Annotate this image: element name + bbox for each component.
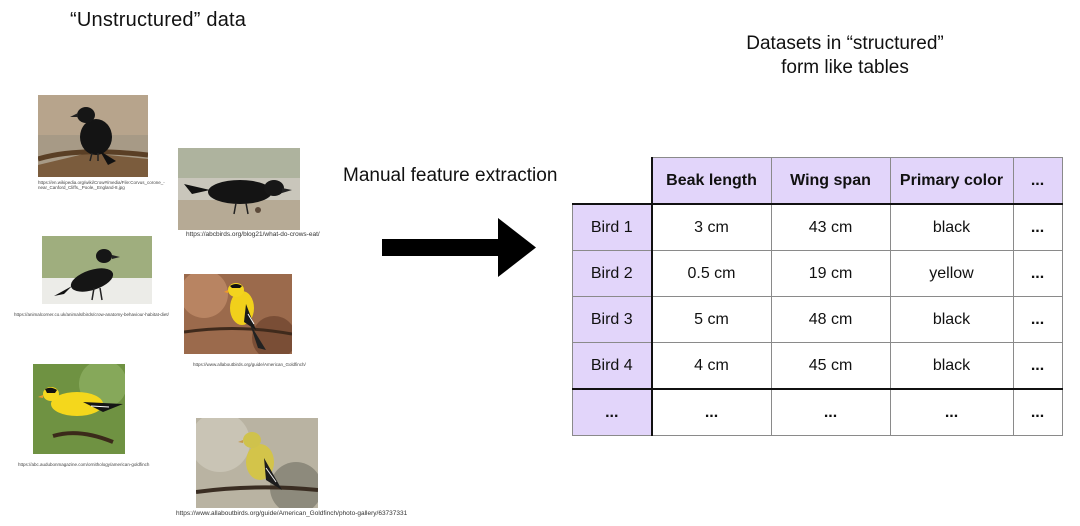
column-header-beak-length: Beak length bbox=[651, 157, 772, 205]
structured-title-line1: Datasets in “structured” bbox=[746, 33, 944, 54]
crow-photo-1 bbox=[38, 95, 148, 177]
table-cell: 4 cm bbox=[651, 342, 772, 390]
crow-photo-3 bbox=[42, 236, 152, 304]
table-cell: ... bbox=[1012, 388, 1063, 436]
structured-title-line2: form like tables bbox=[781, 57, 909, 78]
table-row: Bird 1 3 cm 43 cm black ... bbox=[572, 203, 1063, 251]
crow-photo-2-caption[interactable]: https://abcbirds.org/blog21/what-do-crow… bbox=[186, 231, 320, 238]
column-header-wing-span: Wing span bbox=[770, 157, 891, 205]
table-cell: black bbox=[889, 296, 1014, 343]
row-header-bird-1: Bird 1 bbox=[572, 203, 653, 251]
table-cell: ... bbox=[1012, 342, 1063, 390]
goldfinch-photo-1-caption[interactable]: https://www.allaboutbirds.org/guide/Amer… bbox=[193, 362, 306, 367]
goldfinch-photo-2 bbox=[33, 364, 125, 454]
row-header-bird-3: Bird 3 bbox=[572, 296, 653, 343]
crow-photo-1-caption[interactable]: https://en.wikipedia.org/wiki/Crow#/medi… bbox=[38, 180, 165, 190]
table-cell: ... bbox=[889, 388, 1014, 436]
right-arrow-icon bbox=[382, 218, 536, 277]
table-row: Bird 2 0.5 cm 19 cm yellow ... bbox=[572, 250, 1063, 297]
row-header-more: ... bbox=[572, 388, 653, 436]
row-header-bird-4: Bird 4 bbox=[572, 342, 653, 390]
table-cell: 19 cm bbox=[770, 250, 891, 297]
table-cell: 48 cm bbox=[770, 296, 891, 343]
table-row: Bird 4 4 cm 45 cm black ... bbox=[572, 342, 1063, 390]
column-header-more: ... bbox=[1012, 157, 1063, 205]
column-header-primary-color: Primary color bbox=[889, 157, 1014, 205]
table-cell: yellow bbox=[889, 250, 1014, 297]
table-cell: 5 cm bbox=[651, 296, 772, 343]
table-cell: 45 cm bbox=[770, 342, 891, 390]
row-header-bird-2: Bird 2 bbox=[572, 250, 653, 297]
table-cell: black bbox=[889, 203, 1014, 251]
table-cell: ... bbox=[1012, 296, 1063, 343]
table-cell: ... bbox=[1012, 203, 1063, 251]
table-corner-cell bbox=[572, 157, 653, 205]
goldfinch-photo-3-caption[interactable]: https://www.allaboutbirds.org/guide/Amer… bbox=[176, 510, 408, 517]
crow-photo-3-caption[interactable]: https://animalcorner.co.uk/animals/birds… bbox=[14, 312, 169, 317]
structured-feature-table: Beak length Wing span Primary color ... … bbox=[572, 157, 1063, 436]
table-cell: ... bbox=[1012, 250, 1063, 297]
table-cell: ... bbox=[770, 388, 891, 436]
table-cell: black bbox=[889, 342, 1014, 390]
table-cell: 43 cm bbox=[770, 203, 891, 251]
crow-photo-2 bbox=[178, 148, 300, 230]
table-cell: ... bbox=[651, 388, 772, 436]
manual-feature-extraction-label: Manual feature extraction bbox=[343, 165, 558, 186]
table-row: Bird 3 5 cm 48 cm black ... bbox=[572, 296, 1063, 343]
table-row: ... ... ... ... ... bbox=[572, 388, 1063, 436]
table-header-row: Beak length Wing span Primary color ... bbox=[572, 157, 1063, 205]
goldfinch-photo-3 bbox=[196, 418, 318, 508]
goldfinch-photo-1 bbox=[184, 274, 292, 354]
table-cell: 3 cm bbox=[651, 203, 772, 251]
unstructured-data-title: “Unstructured” data bbox=[70, 9, 247, 31]
goldfinch-photo-2-caption[interactable]: https://abc.audubonmagazine.com/ornithol… bbox=[18, 462, 150, 467]
table-cell: 0.5 cm bbox=[651, 250, 772, 297]
structured-data-title: Datasets in “structured” form like table… bbox=[690, 32, 1000, 80]
